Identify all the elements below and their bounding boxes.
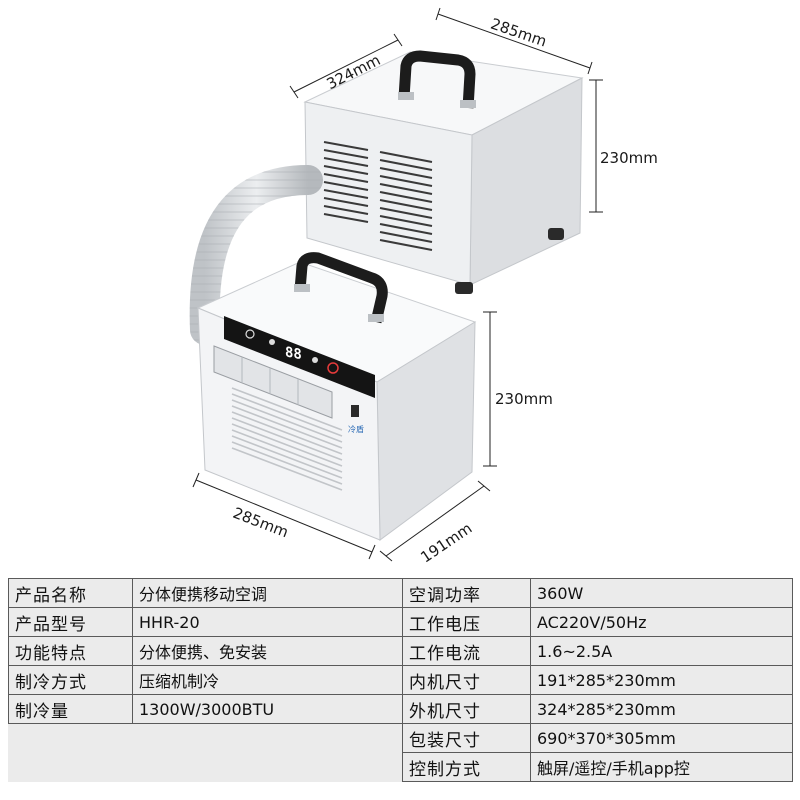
outdoor-unit — [303, 51, 584, 294]
air-outlet — [213, 345, 333, 419]
spec-table: 产品名称 分体便携移动空调 空调功率 360W 产品型号 HHR-20 工作电压… — [8, 578, 793, 782]
intake-grille — [231, 387, 343, 491]
spec-label: 产品型号 — [8, 607, 133, 637]
spec-value: AC220V/50Hz — [530, 607, 793, 637]
timer-icon — [327, 362, 339, 374]
connecting-hose — [189, 165, 323, 345]
spec-row: 包装尺寸 690*370*305mm — [8, 723, 793, 753]
spec-value: HHR-20 — [132, 607, 403, 637]
spec-label: 内机尺寸 — [402, 665, 531, 695]
fan-icon — [312, 357, 318, 363]
spec-label: 空调功率 — [402, 578, 531, 608]
product-illustration: 88 冷盾 — [189, 7, 658, 566]
spec-value: 压缩机制冷 — [132, 665, 403, 695]
spec-row: 功能特点 分体便携、免安装 工作电流 1.6~2.5A — [8, 636, 793, 666]
outdoor-width-label: 285mm — [488, 15, 549, 51]
outdoor-handle — [398, 50, 476, 109]
brand-mark: 冷盾 — [348, 424, 364, 434]
spec-value: 324*285*230mm — [530, 694, 793, 724]
control-panel — [224, 316, 375, 398]
spec-value: 1300W/3000BTU — [132, 694, 403, 724]
spec-label: 工作电流 — [402, 636, 531, 666]
usb-port — [351, 405, 359, 417]
dimension-lines — [192, 7, 603, 562]
spec-row: 产品型号 HHR-20 工作电压 AC220V/50Hz — [8, 607, 793, 637]
spec-label: 功能特点 — [8, 636, 133, 666]
spec-label: 包装尺寸 — [402, 723, 531, 753]
power-icon — [245, 329, 255, 339]
spec-label: 外机尺寸 — [402, 694, 531, 724]
spec-label: 制冷量 — [8, 694, 133, 724]
temperature-display: 88 — [285, 344, 302, 363]
spec-value: 触屏/遥控/手机app控 — [530, 752, 793, 782]
spec-row: 控制方式 触屏/遥控/手机app控 — [8, 752, 793, 782]
mode-icon — [269, 339, 275, 345]
spec-value: 360W — [530, 578, 793, 608]
spec-value: 690*370*305mm — [530, 723, 793, 753]
indoor-unit: 88 冷盾 — [196, 261, 477, 541]
spec-row: 制冷量 1300W/3000BTU 外机尺寸 324*285*230mm — [8, 694, 793, 724]
spec-label: 控制方式 — [402, 752, 531, 782]
spec-blank — [8, 752, 403, 782]
spec-value: 分体便携、免安装 — [132, 636, 403, 666]
indoor-height-label: 230mm — [495, 390, 553, 408]
spec-row: 产品名称 分体便携移动空调 空调功率 360W — [8, 578, 793, 608]
spec-blank — [8, 723, 403, 753]
indoor-handle — [294, 252, 388, 324]
spec-value: 1.6~2.5A — [530, 636, 793, 666]
indoor-depth-label: 191mm — [417, 519, 475, 566]
outdoor-height-label: 230mm — [600, 149, 658, 167]
spec-label: 工作电压 — [402, 607, 531, 637]
spec-label: 产品名称 — [8, 578, 133, 608]
outdoor-vent-grille — [323, 141, 433, 251]
spec-value: 191*285*230mm — [530, 665, 793, 695]
indoor-width-label: 285mm — [230, 504, 290, 542]
spec-row: 制冷方式 压缩机制冷 内机尺寸 191*285*230mm — [8, 665, 793, 695]
spec-value: 分体便携移动空调 — [132, 578, 403, 608]
spec-label: 制冷方式 — [8, 665, 133, 695]
